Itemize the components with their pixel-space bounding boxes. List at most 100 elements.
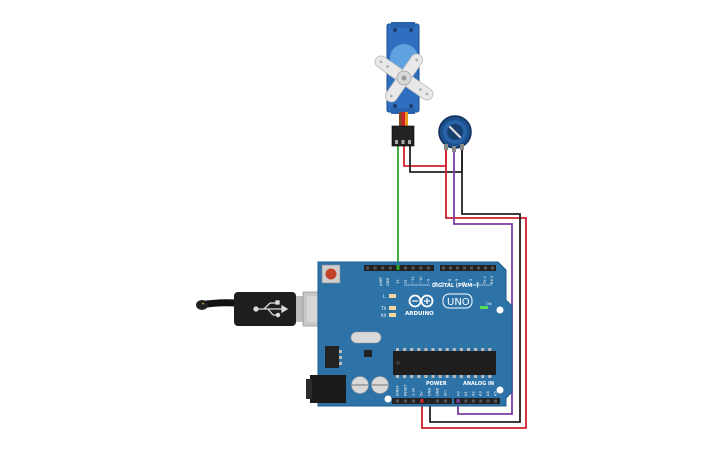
crystal: [350, 331, 382, 344]
digital-header[interactable]: [364, 265, 496, 271]
on-label: ON: [486, 302, 492, 306]
chip-pin: [474, 375, 478, 378]
header-hole: [381, 266, 385, 270]
brand-text: ARDUINO: [405, 311, 434, 317]
header-hole: [463, 266, 466, 270]
header-hole: [494, 399, 497, 403]
header-hole: [388, 266, 392, 270]
header-hole: [442, 266, 445, 270]
analog-pin-label: A5: [494, 391, 498, 396]
analog-label: ANALOG IN: [463, 381, 494, 387]
small-chip: [364, 350, 372, 357]
potentiometer[interactable]: [438, 115, 472, 152]
digital-pin-label: RX 0: [490, 275, 494, 284]
header-hole: [471, 399, 475, 403]
header-hole: [456, 266, 459, 270]
arduino-logo: ARDUINO: [405, 294, 434, 317]
chip-pin: [459, 348, 463, 351]
mount-hole: [384, 395, 392, 403]
chip-pin: [452, 375, 456, 378]
header-hole: [419, 266, 423, 270]
usb-icon: [253, 300, 289, 318]
led-tx-label: TX: [380, 306, 386, 311]
header-hole: [479, 399, 483, 403]
header-hole: [436, 399, 439, 403]
atmega-chip: [393, 348, 496, 378]
header-hole: [449, 266, 452, 270]
digital-pin-label: ~11: [411, 276, 415, 284]
header-hole: [491, 266, 494, 270]
chip-pin: [410, 348, 414, 351]
chip-pin: [459, 375, 463, 378]
chip-pin: [445, 375, 449, 378]
wire-endpoints: [396, 265, 460, 403]
chip-pin: [488, 375, 492, 378]
analog-pin-label: A4: [486, 391, 490, 396]
analog-pin-label: A3: [479, 391, 483, 396]
chip-pin: [403, 348, 407, 351]
chip-pin: [396, 348, 399, 351]
status-leds: L TX RX: [380, 294, 396, 318]
gnd-top-label: GND: [386, 278, 390, 286]
digital-pin-label: ~6: [448, 278, 452, 284]
chip-pin: [481, 348, 485, 351]
chip-pin: [438, 348, 442, 351]
digital-pin-label: 7: [441, 282, 445, 284]
digital-pin-label: ~5: [455, 279, 459, 284]
chip-pin: [438, 375, 442, 378]
infinity-logo-icon: [408, 294, 434, 308]
header-hole: [477, 266, 480, 270]
voltage-regulator: [325, 346, 342, 368]
header-hole: [404, 399, 407, 403]
reset-button[interactable]: [321, 264, 341, 284]
wire-pot-ground[interactable]: [429, 148, 521, 423]
header-hole: [412, 399, 415, 403]
header-hole: [486, 399, 490, 403]
header-hole: [396, 399, 399, 403]
chip-pin: [417, 348, 421, 351]
digital-pin-label: TX 1: [483, 276, 487, 285]
capacitors: [351, 376, 389, 394]
wire-pot-power[interactable]: [421, 148, 527, 429]
header-hole: [470, 266, 473, 270]
mount-hole: [496, 306, 504, 314]
chip-pin: [467, 375, 470, 378]
power-pin-label: RESET: [404, 384, 408, 396]
chip-pin: [481, 375, 485, 378]
analog-pin-label: A2: [471, 391, 475, 396]
power-pin-label: Vin: [444, 390, 448, 396]
chip-pin: [488, 348, 492, 351]
model-text: UNO: [447, 297, 470, 308]
digital-header-label: DIGITAL (PWM~): [432, 283, 479, 289]
power-jack[interactable]: [306, 375, 346, 403]
chip-pin: [431, 348, 435, 351]
servo-motor[interactable]: [360, 22, 448, 147]
power-label: POWER: [426, 381, 447, 387]
led-rx-label: RX: [381, 313, 387, 318]
digital-pin-label: 12: [404, 279, 408, 284]
header-hole: [426, 266, 430, 270]
power-pin-label: IOREF: [396, 385, 400, 396]
chip-pin: [452, 348, 456, 351]
chip-pin: [431, 375, 435, 378]
header-hole: [464, 399, 468, 403]
chip-pin: [445, 348, 449, 351]
header-hole: [444, 399, 447, 403]
analog-header[interactable]: [454, 398, 500, 404]
aref-label: AREF: [379, 277, 383, 286]
chip-pin: [424, 348, 428, 351]
chip-pin: [467, 348, 470, 351]
chip-pin: [410, 375, 414, 378]
header-hole: [366, 266, 369, 270]
header-hole: [411, 266, 415, 270]
power-pin-label: GND: [436, 388, 440, 396]
chip-pin: [424, 375, 428, 378]
led-l-label: L: [383, 294, 386, 299]
power-pin-label: GND: [428, 388, 432, 396]
header-hole: [484, 266, 487, 270]
header-hole: [404, 266, 407, 270]
chip-pin: [474, 348, 478, 351]
